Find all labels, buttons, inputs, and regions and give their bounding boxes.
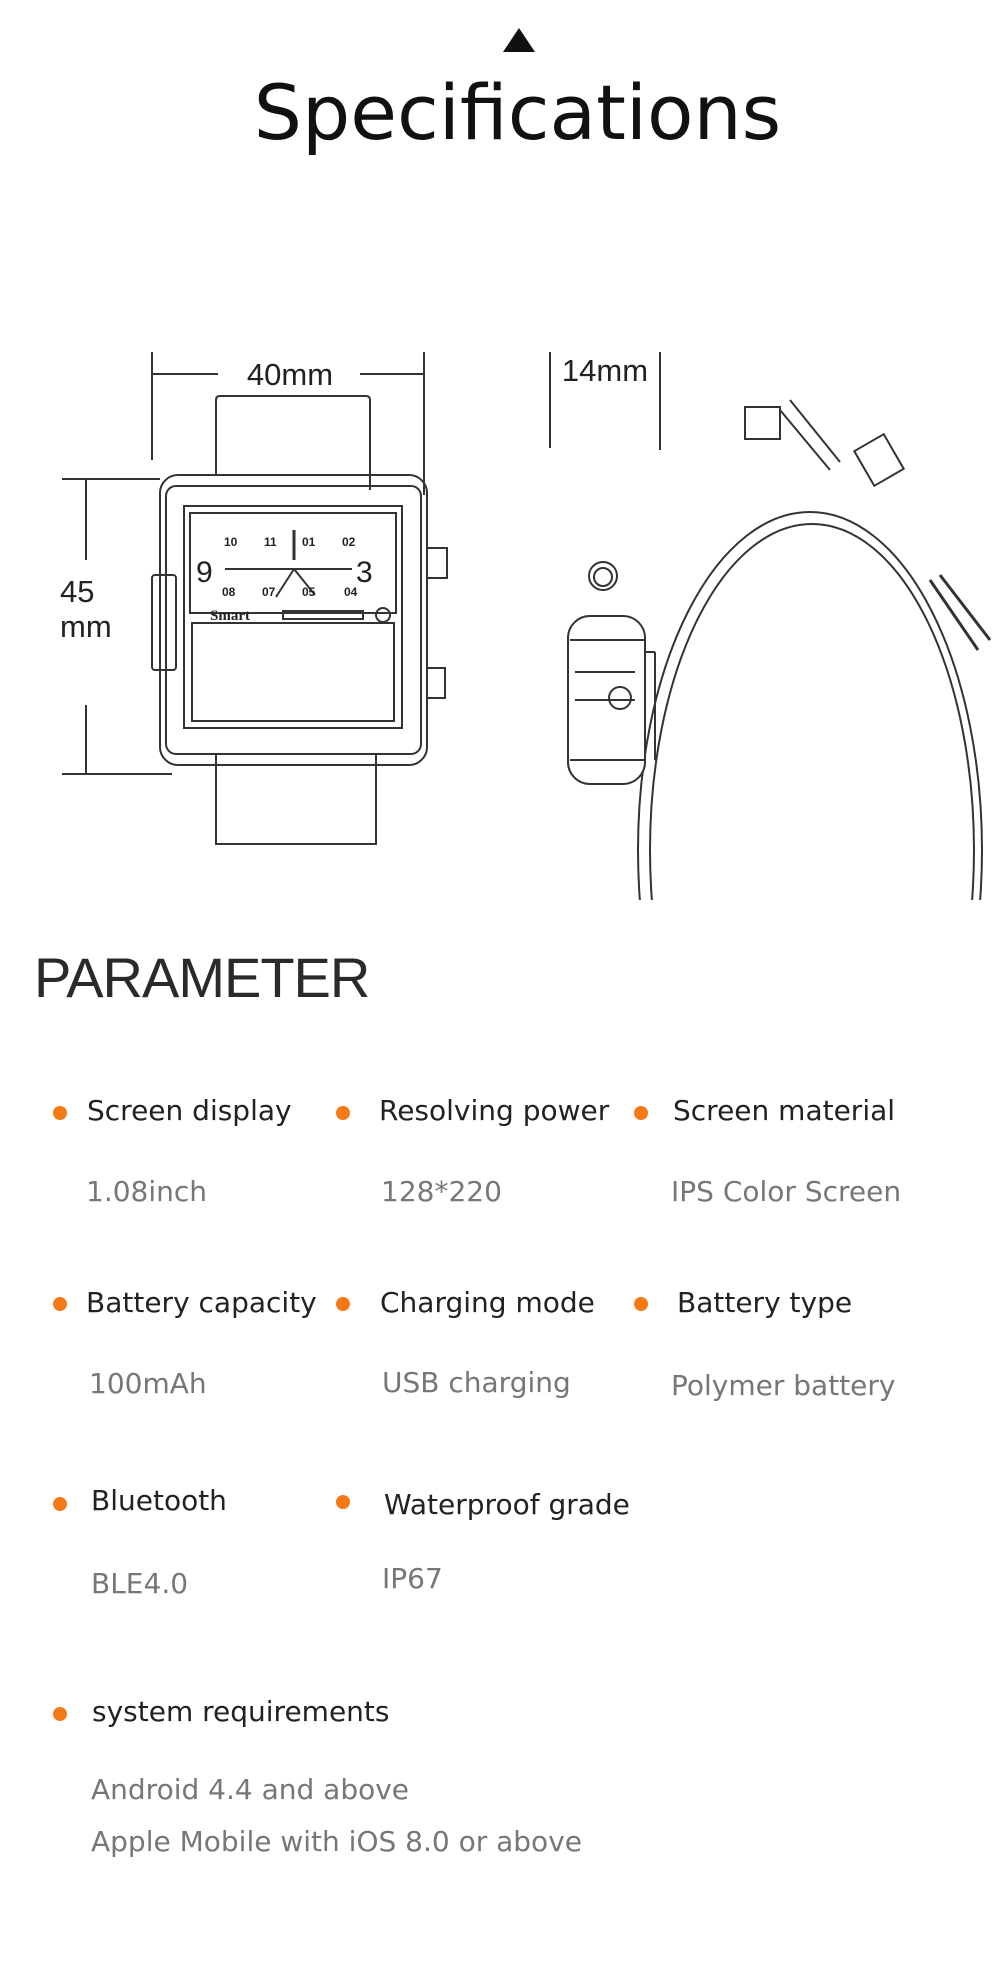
param-value: IP67 (382, 1562, 443, 1595)
dial-number: 11 (264, 535, 277, 549)
param-value: USB charging (382, 1366, 571, 1399)
param-value: 1.08inch (86, 1175, 208, 1208)
dial-number: 02 (342, 535, 356, 549)
bullet-icon (336, 1495, 350, 1509)
param-label: Bluetooth (91, 1484, 227, 1517)
height-dimension: 45 mm (60, 478, 172, 775)
bullet-icon (53, 1497, 67, 1511)
watch-front-view: 10 11 01 02 08 07 05 04 9 3 Smart (151, 395, 448, 845)
param-label: Charging mode (380, 1286, 595, 1319)
param-value: Apple Mobile with iOS 8.0 or above (91, 1825, 582, 1858)
dial-three: 3 (356, 556, 373, 589)
param-value: Android 4.4 and above (91, 1773, 410, 1806)
bullet-icon (53, 1106, 67, 1120)
param-label: Screen display (87, 1094, 292, 1127)
param-label: Screen material (673, 1094, 896, 1127)
triangle-up-icon (503, 28, 535, 52)
param-value: 100mAh (89, 1367, 207, 1400)
bullet-icon (53, 1707, 67, 1721)
dial-brand: Smart (210, 608, 250, 624)
parameter-heading: PARAMETER (34, 946, 370, 1009)
bullet-icon (336, 1106, 350, 1120)
param-label: Battery capacity (86, 1286, 317, 1319)
param-value: IPS Color Screen (671, 1175, 902, 1208)
width-dimension: 40mm (151, 352, 425, 495)
param-label: Resolving power (379, 1094, 610, 1127)
bullet-icon (634, 1297, 648, 1311)
bullet-icon (336, 1297, 350, 1311)
param-value: Polymer battery (671, 1369, 896, 1402)
page-title: Specifications (253, 68, 782, 157)
dial-number: 08 (222, 585, 236, 599)
param-label: Battery type (677, 1286, 853, 1319)
dial-number: 07 (262, 585, 276, 599)
depth-dimension: 14mm (549, 352, 661, 450)
param-label: Waterproof grade (384, 1488, 630, 1521)
dial-number: 10 (224, 535, 238, 549)
dial-number: 05 (302, 585, 316, 599)
watch-dimension-drawing: 40mm 45 mm 10 11 01 02 08 07 05 04 (60, 352, 992, 900)
height-unit: mm (60, 609, 112, 644)
watch-side-view (567, 399, 992, 900)
dial-number: 04 (344, 585, 358, 599)
dial-nine: 9 (196, 556, 213, 589)
height-value: 45 (60, 574, 94, 609)
param-value: 128*220 (381, 1175, 502, 1208)
param-label: system requirements (92, 1695, 390, 1728)
bullet-icon (53, 1297, 67, 1311)
bullet-icon (634, 1106, 648, 1120)
width-label: 40mm (247, 357, 333, 392)
depth-label: 14mm (562, 353, 648, 388)
dial-number: 01 (302, 535, 316, 549)
param-value: BLE4.0 (91, 1567, 189, 1600)
